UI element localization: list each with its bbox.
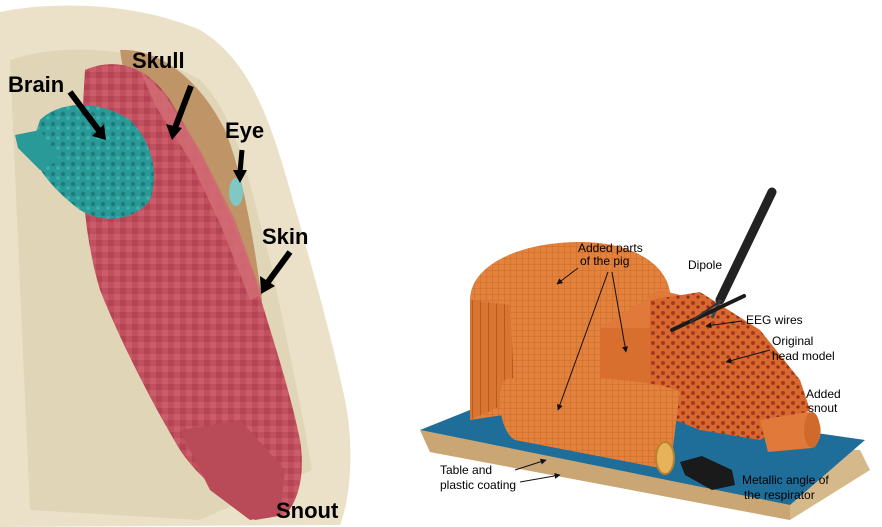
added-parts-label-1: Added parts xyxy=(578,241,643,255)
original-label-2: head model xyxy=(772,349,835,363)
snout-end xyxy=(804,412,820,448)
log-end xyxy=(656,442,674,474)
eeg-wires-label: EEG wires xyxy=(746,313,803,327)
skin-label: Skin xyxy=(262,224,308,249)
table-label-1: Table and xyxy=(440,463,492,477)
metallic-label-2: the respirator xyxy=(744,488,815,502)
added-snout-label-1: Added xyxy=(806,387,841,401)
table-arrow-2 xyxy=(520,475,560,482)
table-label-2: plastic coating xyxy=(440,478,516,492)
left-anatomy-render: Brain Skull Eye Skin Snout xyxy=(0,6,350,527)
dipole-label: Dipole xyxy=(688,258,722,272)
added-snout-label-2: snout xyxy=(808,401,838,415)
original-label-1: Original xyxy=(772,334,813,348)
metallic-label-1: Metallic angle of xyxy=(742,473,829,487)
skull-label: Skull xyxy=(132,48,185,73)
eye-arrow xyxy=(240,150,242,172)
added-parts-label-2: of the pig xyxy=(580,254,629,268)
dipole-rod xyxy=(720,192,772,300)
brain-label: Brain xyxy=(8,72,64,97)
eye-label: Eye xyxy=(225,118,264,143)
snout-label: Snout xyxy=(276,498,339,523)
eye-shape xyxy=(229,178,243,206)
right-setup-render: Added parts of the pig Dipole EEG wires … xyxy=(420,192,870,520)
